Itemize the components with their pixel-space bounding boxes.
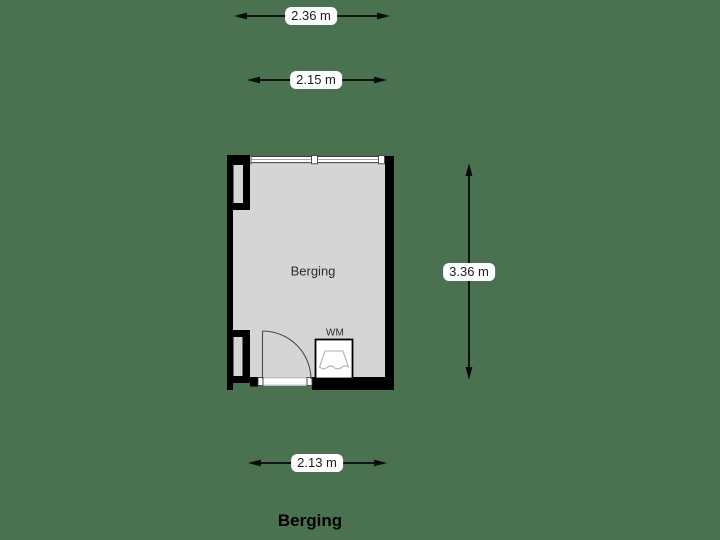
arrow-right-icon xyxy=(377,12,390,20)
arrow-left-icon xyxy=(248,459,261,467)
floor-plan xyxy=(227,155,394,390)
door-jamb xyxy=(250,377,258,387)
window-icon xyxy=(243,155,385,165)
arrow-down-icon xyxy=(465,367,473,380)
wall-bottom xyxy=(312,377,394,390)
dimension-top-outer-label: 2.36 m xyxy=(285,7,337,25)
wm-label: WM xyxy=(325,327,345,339)
arrow-left-icon xyxy=(247,76,260,84)
arrow-up-icon xyxy=(465,163,473,176)
arrow-right-icon xyxy=(374,76,387,84)
dimension-bottom-label: 2.13 m xyxy=(291,454,343,472)
dimension-right-label: 3.36 m xyxy=(443,263,495,281)
plan-title: Berging xyxy=(277,511,343,530)
door-swing-icon xyxy=(261,330,312,380)
wall-right xyxy=(385,156,394,390)
door-threshold xyxy=(257,377,313,386)
dimension-top-inner-label: 2.15 m xyxy=(290,71,342,89)
wall-left xyxy=(227,155,233,390)
arrow-right-icon xyxy=(374,459,387,467)
wall-shaft-bottom-left xyxy=(227,330,250,383)
room-interior xyxy=(233,162,385,378)
arrow-left-icon xyxy=(234,12,247,20)
washing-machine-icon xyxy=(314,338,354,380)
wall-shaft-top-left xyxy=(227,155,250,210)
room-name-label: Berging xyxy=(290,263,336,279)
